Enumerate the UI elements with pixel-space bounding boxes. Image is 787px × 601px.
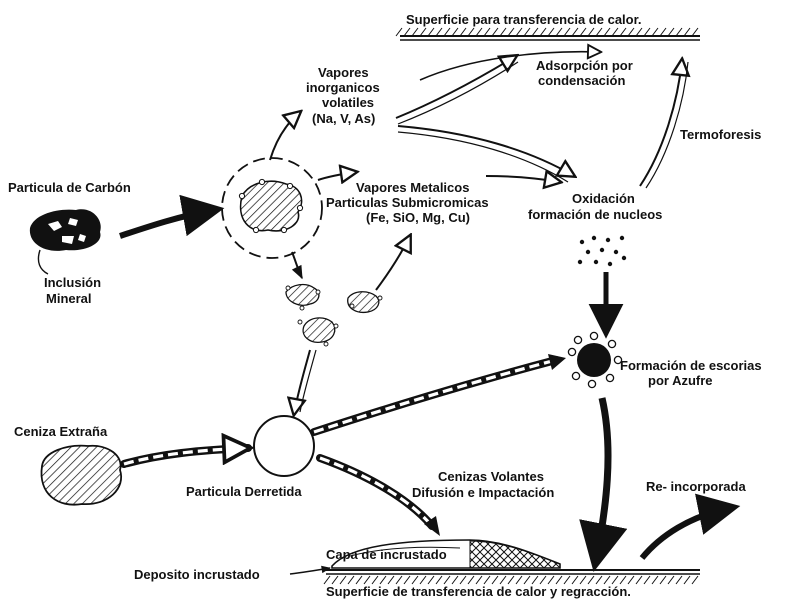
bottom-surface: Superficie de transferencia de calor y r… [323,569,700,599]
metal-label-1: Vapores Metalicos [356,180,469,195]
arrow-to-metal-vapors [317,172,356,180]
inclusion-label-1: Inclusión [44,275,101,290]
slag-label-2: por Azufre [648,373,713,388]
arrow-vapors-to-oxidation [397,125,574,176]
carbon-particle [29,209,101,275]
arrow-slag-to-surface [579,397,628,573]
arrow-combustion-to-fragments [291,251,303,280]
arrow-fragment-to-metal [375,236,410,291]
carbon-particle-label: Particula de Carbón [8,180,131,195]
arrow-vapors-to-surface [395,56,516,119]
crust-layer-label: Capa de incrustado [326,547,447,562]
foreign-ash-label: Ceniza Extraña [14,424,108,439]
deposit-layer [331,539,561,569]
arrow-thermophoresis [639,60,682,187]
top-surface-label: Superficie para transferencia de calor. [406,12,642,27]
vapors-label-4: (Na, V, As) [312,111,375,126]
burning-particle [239,180,303,232]
inclusion-label-2: Mineral [46,291,92,306]
arrow-flow-to-surface [419,52,600,81]
arrow-fragments-to-molten [294,349,311,414]
foreign-ash-particle [40,444,123,506]
oxidation-label-1: Oxidación [572,191,635,206]
arrow-reincorporated [639,493,741,560]
bottom-surface-label: Superficie de transferencia de calor y r… [326,584,631,599]
vapors-label-2: inorganicos [306,80,380,95]
adsorption-label-2: condensación [538,73,625,88]
sulfur-slag-particle [567,331,623,389]
molten-particle-label: Particula Derretida [186,484,302,499]
oxidation-label-2: formación de nucleos [528,207,662,222]
slag-label-1: Formación de escorias [620,358,762,373]
thermophoresis-label: Termoforesis [680,127,761,142]
nuclei-dots [577,235,627,267]
adsorption-label-1: Adsorpción por [536,58,633,73]
crust-deposit-label: Deposito incrustado [134,567,260,582]
arrow-metal-to-oxidation [485,176,560,182]
arrow-carbon-to-combustion [119,194,225,239]
combustion-zone [221,157,323,259]
arrow-deposit-pointer [289,565,331,575]
fly-ash-label-1: Cenizas Volantes [438,469,544,484]
arrow-to-vapors [269,112,300,161]
vapors-label-1: Vapores [318,65,369,80]
vapors-label-3: volatiles [322,95,374,110]
fly-ash-label-2: Difusión e Impactación [412,485,554,500]
ash-fragments [285,283,383,347]
metal-label-3: (Fe, SiO, Mg, Cu) [366,210,470,225]
molten-particle [253,415,315,477]
metal-label-2: Particulas Submicromicas [326,195,489,210]
top-surface: Superficie para transferencia de calor. [395,12,700,41]
reincorporated-label: Re- incorporada [646,479,746,494]
